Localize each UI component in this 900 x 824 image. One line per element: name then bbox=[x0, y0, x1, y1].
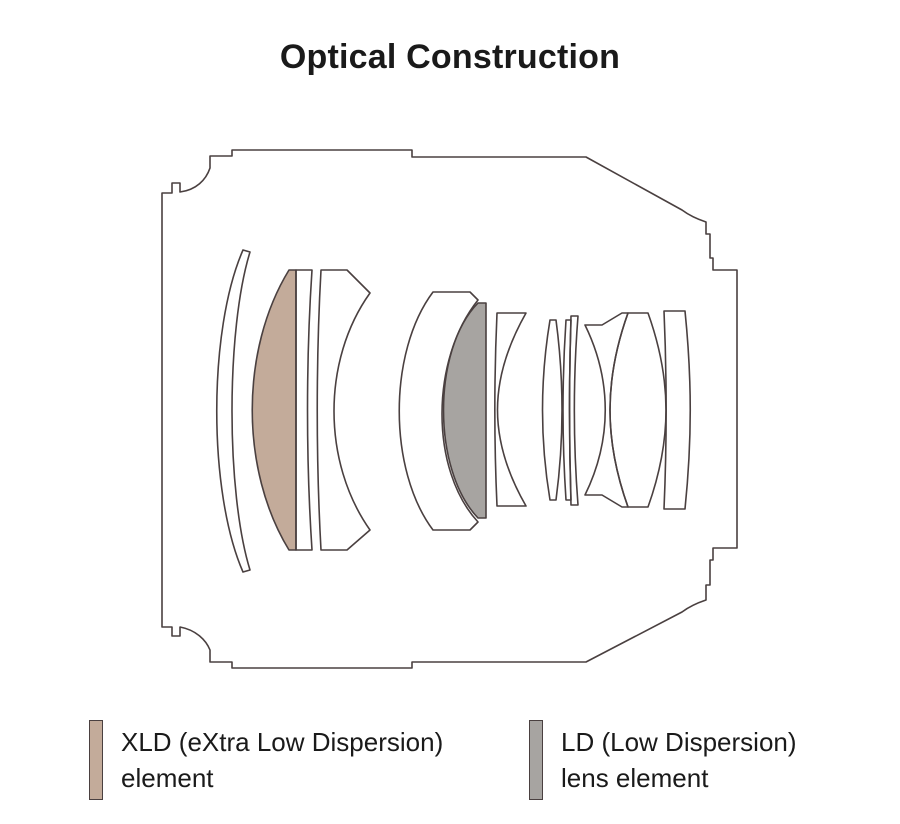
lens-element-11 bbox=[584, 312, 629, 508]
legend-item-xld: XLD (eXtra Low Dispersion) element bbox=[89, 720, 443, 800]
lens-element-1 bbox=[216, 249, 251, 573]
legend-ld-line1: LD (Low Dispersion) bbox=[561, 727, 797, 757]
lens-element-2-xld bbox=[251, 269, 297, 551]
legend-ld-line2: lens element bbox=[561, 763, 709, 793]
lens-element-10 bbox=[568, 315, 579, 506]
legend-label-ld: LD (Low Dispersion) lens element bbox=[561, 724, 797, 796]
lens-barrel-outline bbox=[161, 149, 738, 669]
legend-swatch-ld bbox=[529, 720, 543, 800]
lens-element-13 bbox=[663, 310, 692, 510]
lens-element-3 bbox=[295, 269, 313, 551]
legend-item-ld: LD (Low Dispersion) lens element bbox=[529, 720, 797, 800]
legend-xld-line2: element bbox=[121, 763, 214, 793]
diagram-title: Optical Construction bbox=[279, 38, 621, 76]
lens-element-7 bbox=[493, 312, 527, 507]
lens-element-8 bbox=[541, 319, 563, 501]
lens-element-4 bbox=[316, 269, 371, 551]
legend-swatch-xld bbox=[89, 720, 103, 800]
legend-label-xld: XLD (eXtra Low Dispersion) element bbox=[121, 724, 443, 796]
lens-element-12 bbox=[609, 312, 667, 508]
legend-xld-line1: XLD (eXtra Low Dispersion) bbox=[121, 727, 444, 757]
lens-element-6-ld bbox=[442, 302, 487, 519]
